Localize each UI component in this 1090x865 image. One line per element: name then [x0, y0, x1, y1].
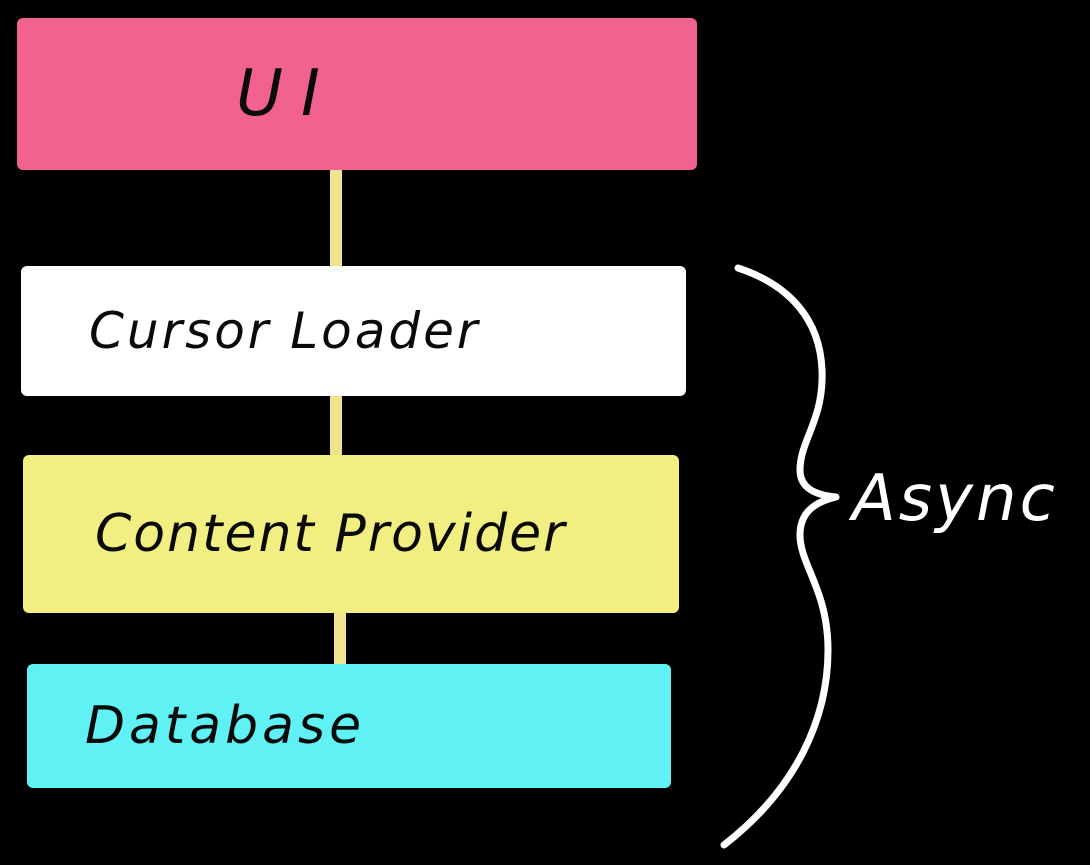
cursor-loader-label: Cursor Loader — [89, 302, 481, 360]
ui-layer-label: UI — [236, 57, 338, 131]
cursor-loader-box: Cursor Loader — [21, 266, 686, 396]
content-provider-box: Content Provider — [23, 455, 679, 613]
async-label: Async — [852, 462, 1058, 536]
connector-ui-loader — [330, 165, 342, 270]
connector-loader-provider — [330, 394, 342, 458]
database-label: Database — [85, 696, 366, 756]
ui-layer-box: UI — [17, 18, 697, 170]
database-box: Database — [27, 664, 671, 788]
content-provider-label: Content Provider — [95, 504, 567, 564]
connector-provider-database — [334, 610, 346, 668]
